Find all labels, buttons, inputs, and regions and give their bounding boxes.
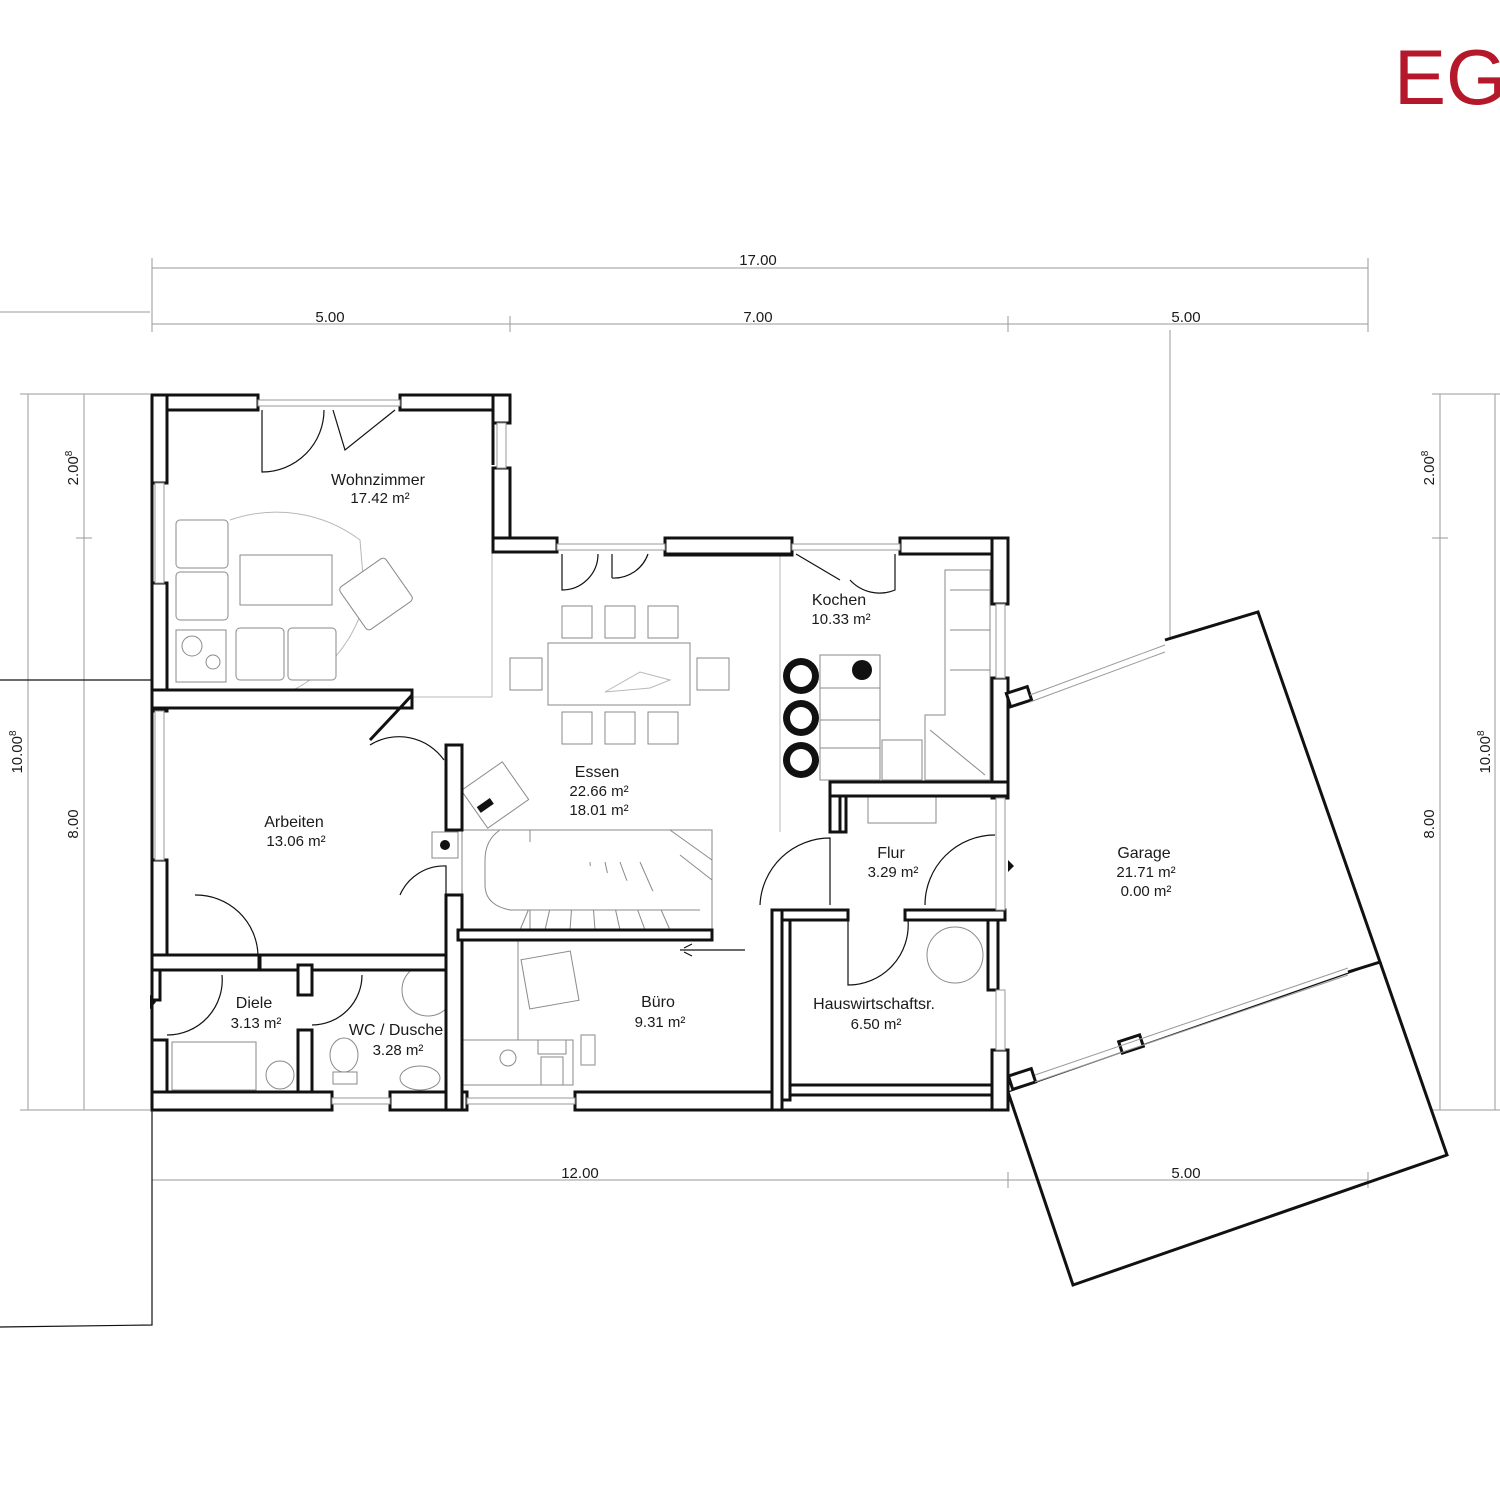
dining-chair-icon <box>647 711 679 745</box>
dim-left-upper-value: 2.00 <box>65 456 82 485</box>
dim-left-total-sup: 8 <box>8 730 19 736</box>
dim-left-upper-sup: 8 <box>64 450 75 456</box>
lounge-chair-icon <box>339 557 413 631</box>
room-buero-area: 9.31 m² <box>635 1014 686 1031</box>
room-hwr-name: Hauswirtschaftsr. <box>813 996 935 1013</box>
stove-icon <box>881 739 923 781</box>
door-icon <box>166 974 223 1036</box>
dim-right-total-value: 10.00 <box>1477 736 1494 774</box>
dining-chair-icon <box>696 657 730 691</box>
door-icon <box>561 553 649 591</box>
dim-left-lower: 8.00 <box>65 809 82 838</box>
room-kochen-name: Kochen <box>812 592 866 609</box>
room-flur-name: Flur <box>877 845 905 862</box>
dim-left-total-value: 10.00 <box>9 736 26 774</box>
dim-top-total: 17.00 <box>739 252 777 269</box>
dim-right-upper: 2.008 <box>1420 450 1438 485</box>
lamp-icon <box>181 635 203 657</box>
dim-right-total-sup: 8 <box>1476 730 1487 736</box>
dim-right-lower: 8.00 <box>1421 809 1438 838</box>
sink-icon <box>399 1065 441 1091</box>
room-arbeiten-area: 13.06 m² <box>266 833 325 850</box>
cabinet-icon <box>867 794 937 824</box>
dining-chair-icon <box>561 711 593 745</box>
room-wohnzimmer-area: 17.42 m² <box>350 490 409 507</box>
dim-bottom-right: 5.00 <box>1171 1165 1200 1182</box>
armchair-icon <box>175 519 229 569</box>
side-table-icon <box>175 629 227 683</box>
door-icon <box>924 834 996 906</box>
doors <box>150 409 996 1036</box>
toilet-icon <box>329 1037 359 1073</box>
dim-left-total: 10.008 <box>8 730 26 774</box>
dining-chair-icon <box>604 711 636 745</box>
garage-walls <box>1004 610 1449 1287</box>
room-wohnzimmer-name: Wohnzimmer <box>331 472 426 489</box>
door-icon <box>311 974 363 1026</box>
entrance-marker-icon <box>150 995 156 1009</box>
room-essen-area-2: 18.01 m² <box>569 802 628 819</box>
desk-icon <box>462 939 519 1041</box>
plant-icon <box>205 654 221 670</box>
room-hwr-area: 6.50 m² <box>851 1016 902 1033</box>
office-chair-icon <box>520 950 580 1010</box>
door-icon <box>847 919 909 986</box>
dim-right-upper-sup: 8 <box>1420 450 1431 456</box>
room-arbeiten-name: Arbeiten <box>264 814 324 831</box>
room-essen-area: 22.66 m² <box>569 783 628 800</box>
room-kochen-area: 10.33 m² <box>811 611 870 628</box>
door-icon <box>795 553 896 594</box>
armchair-icon <box>175 571 229 621</box>
door-icon <box>261 409 325 473</box>
room-labels: Wohnzimmer 17.42 m² Kochen 10.33 m² Esse… <box>231 472 1176 1059</box>
dim-top-middle: 7.00 <box>743 309 772 326</box>
room-diele-area: 3.13 m² <box>231 1015 282 1032</box>
floor-label: EG <box>1394 33 1500 121</box>
dim-bottom-left: 12.00 <box>561 1165 599 1182</box>
room-garage-area-2: 0.00 m² <box>1121 883 1172 900</box>
coffee-table-icon <box>239 554 333 606</box>
sofa-seat-icon <box>235 627 285 681</box>
door-icon <box>759 837 831 906</box>
dining-chair-icon <box>604 605 636 639</box>
room-diele-name: Diele <box>236 995 273 1012</box>
coat-rack-icon <box>265 1060 295 1090</box>
dim-right-total: 10.008 <box>1476 730 1494 774</box>
dining-chair-icon <box>647 605 679 639</box>
toilet-icon <box>540 1056 564 1086</box>
door-icon <box>332 409 396 452</box>
dim-top-right: 5.00 <box>1171 309 1200 326</box>
plant-icon <box>852 660 872 680</box>
windows <box>154 399 1006 1105</box>
dimension-lines <box>0 258 1500 1188</box>
entrance-marker-icon <box>1008 860 1014 872</box>
room-garage-name: Garage <box>1117 845 1170 862</box>
room-essen-name: Essen <box>575 764 619 781</box>
staircase-icon <box>461 829 745 957</box>
dining-chair-icon <box>509 657 543 691</box>
sofa-seat-icon <box>287 627 337 681</box>
dim-right-upper-value: 2.00 <box>1421 456 1438 485</box>
dim-left-upper: 2.008 <box>64 450 82 485</box>
door-icon <box>194 894 259 956</box>
room-garage-area: 21.71 m² <box>1116 864 1175 881</box>
dining-table-icon <box>547 642 691 706</box>
dining-chair-icon <box>561 605 593 639</box>
interior-walls <box>258 693 1010 1112</box>
shoe-cabinet-icon <box>171 1041 257 1091</box>
washing-machine-icon <box>926 926 984 984</box>
door-icon <box>399 865 447 915</box>
room-flur-area: 3.29 m² <box>868 864 919 881</box>
kitchen-counter-icon <box>924 569 991 781</box>
dim-top-left: 5.00 <box>315 309 344 326</box>
room-wc-area: 3.28 m² <box>373 1042 424 1059</box>
room-buero-name: Büro <box>641 994 675 1011</box>
door-icon <box>369 736 445 761</box>
furniture <box>171 511 991 1091</box>
room-wc-name: WC / Dusche <box>349 1022 443 1039</box>
